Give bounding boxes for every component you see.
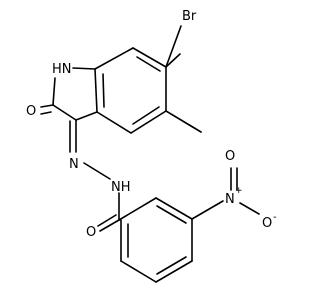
- bond-c5-c4: [130, 110, 167, 134]
- chemical-structure: Br HN O N NH O N + O O -: [26, 9, 277, 283]
- atom-nitro-charge-plus: +: [235, 186, 243, 196]
- bond-camide-o: [99, 219, 120, 232]
- atom-bromine: Br: [182, 9, 197, 24]
- bond-camide-o-double: [97, 214, 117, 227]
- atom-ring-nh: HN: [52, 62, 72, 77]
- bond-ar2-nnitro: [191, 200, 224, 220]
- bond-c2-o: [40, 104, 54, 108]
- bond-methyl-ext: [165, 110, 202, 133]
- atom-amide-oxygen: O: [86, 225, 96, 240]
- bond-nnitro-o2: [239, 202, 260, 215]
- bond-camide-ring: [118, 197, 157, 221]
- bond-ar1-ar2-inner: [156, 205, 187, 224]
- bond-n1-c2: [52, 77, 56, 106]
- bond-c6-br-ext: [165, 25, 182, 68]
- atom-nitro-charge-minus: -: [273, 212, 277, 223]
- bond-c7a-c7: [94, 47, 134, 70]
- atom-nitro-nitrogen: N: [225, 192, 235, 207]
- atom-nitro-oxygen-top: O: [225, 149, 235, 164]
- bond-c2-o-double: [40, 111, 52, 115]
- bond-c4-c3a: [96, 111, 132, 134]
- bond-ar1-ar2: [155, 197, 193, 220]
- atom-azo-nitrogen: N: [69, 157, 79, 172]
- atom-lactam-oxygen: O: [26, 104, 36, 119]
- atom-labels: Br HN O N NH O N + O O -: [26, 9, 277, 240]
- bond-c3a-c7a: [94, 68, 98, 113]
- bond-c7-c6-inner: [136, 56, 161, 72]
- bond-c2-c3: [52, 104, 77, 121]
- bond-ar4-ar5: [120, 260, 157, 283]
- bond-c3a-c7a-inner: [102, 73, 105, 108]
- bond-c5-c4-inner: [132, 106, 160, 125]
- bond-c7-c6: [132, 47, 167, 68]
- bond-c3-c3a: [75, 111, 98, 121]
- bond-ar3-ar4-inner: [156, 256, 187, 275]
- bond-nazo-nh: [83, 162, 111, 180]
- bond-ar3-ar4: [155, 260, 193, 283]
- atom-hydrazide-nh: NH: [111, 180, 131, 195]
- atom-nitro-oxygen-right: O: [262, 216, 272, 231]
- bond-c7a-n1: [72, 67, 96, 70]
- bond-c6-br: [165, 53, 181, 68]
